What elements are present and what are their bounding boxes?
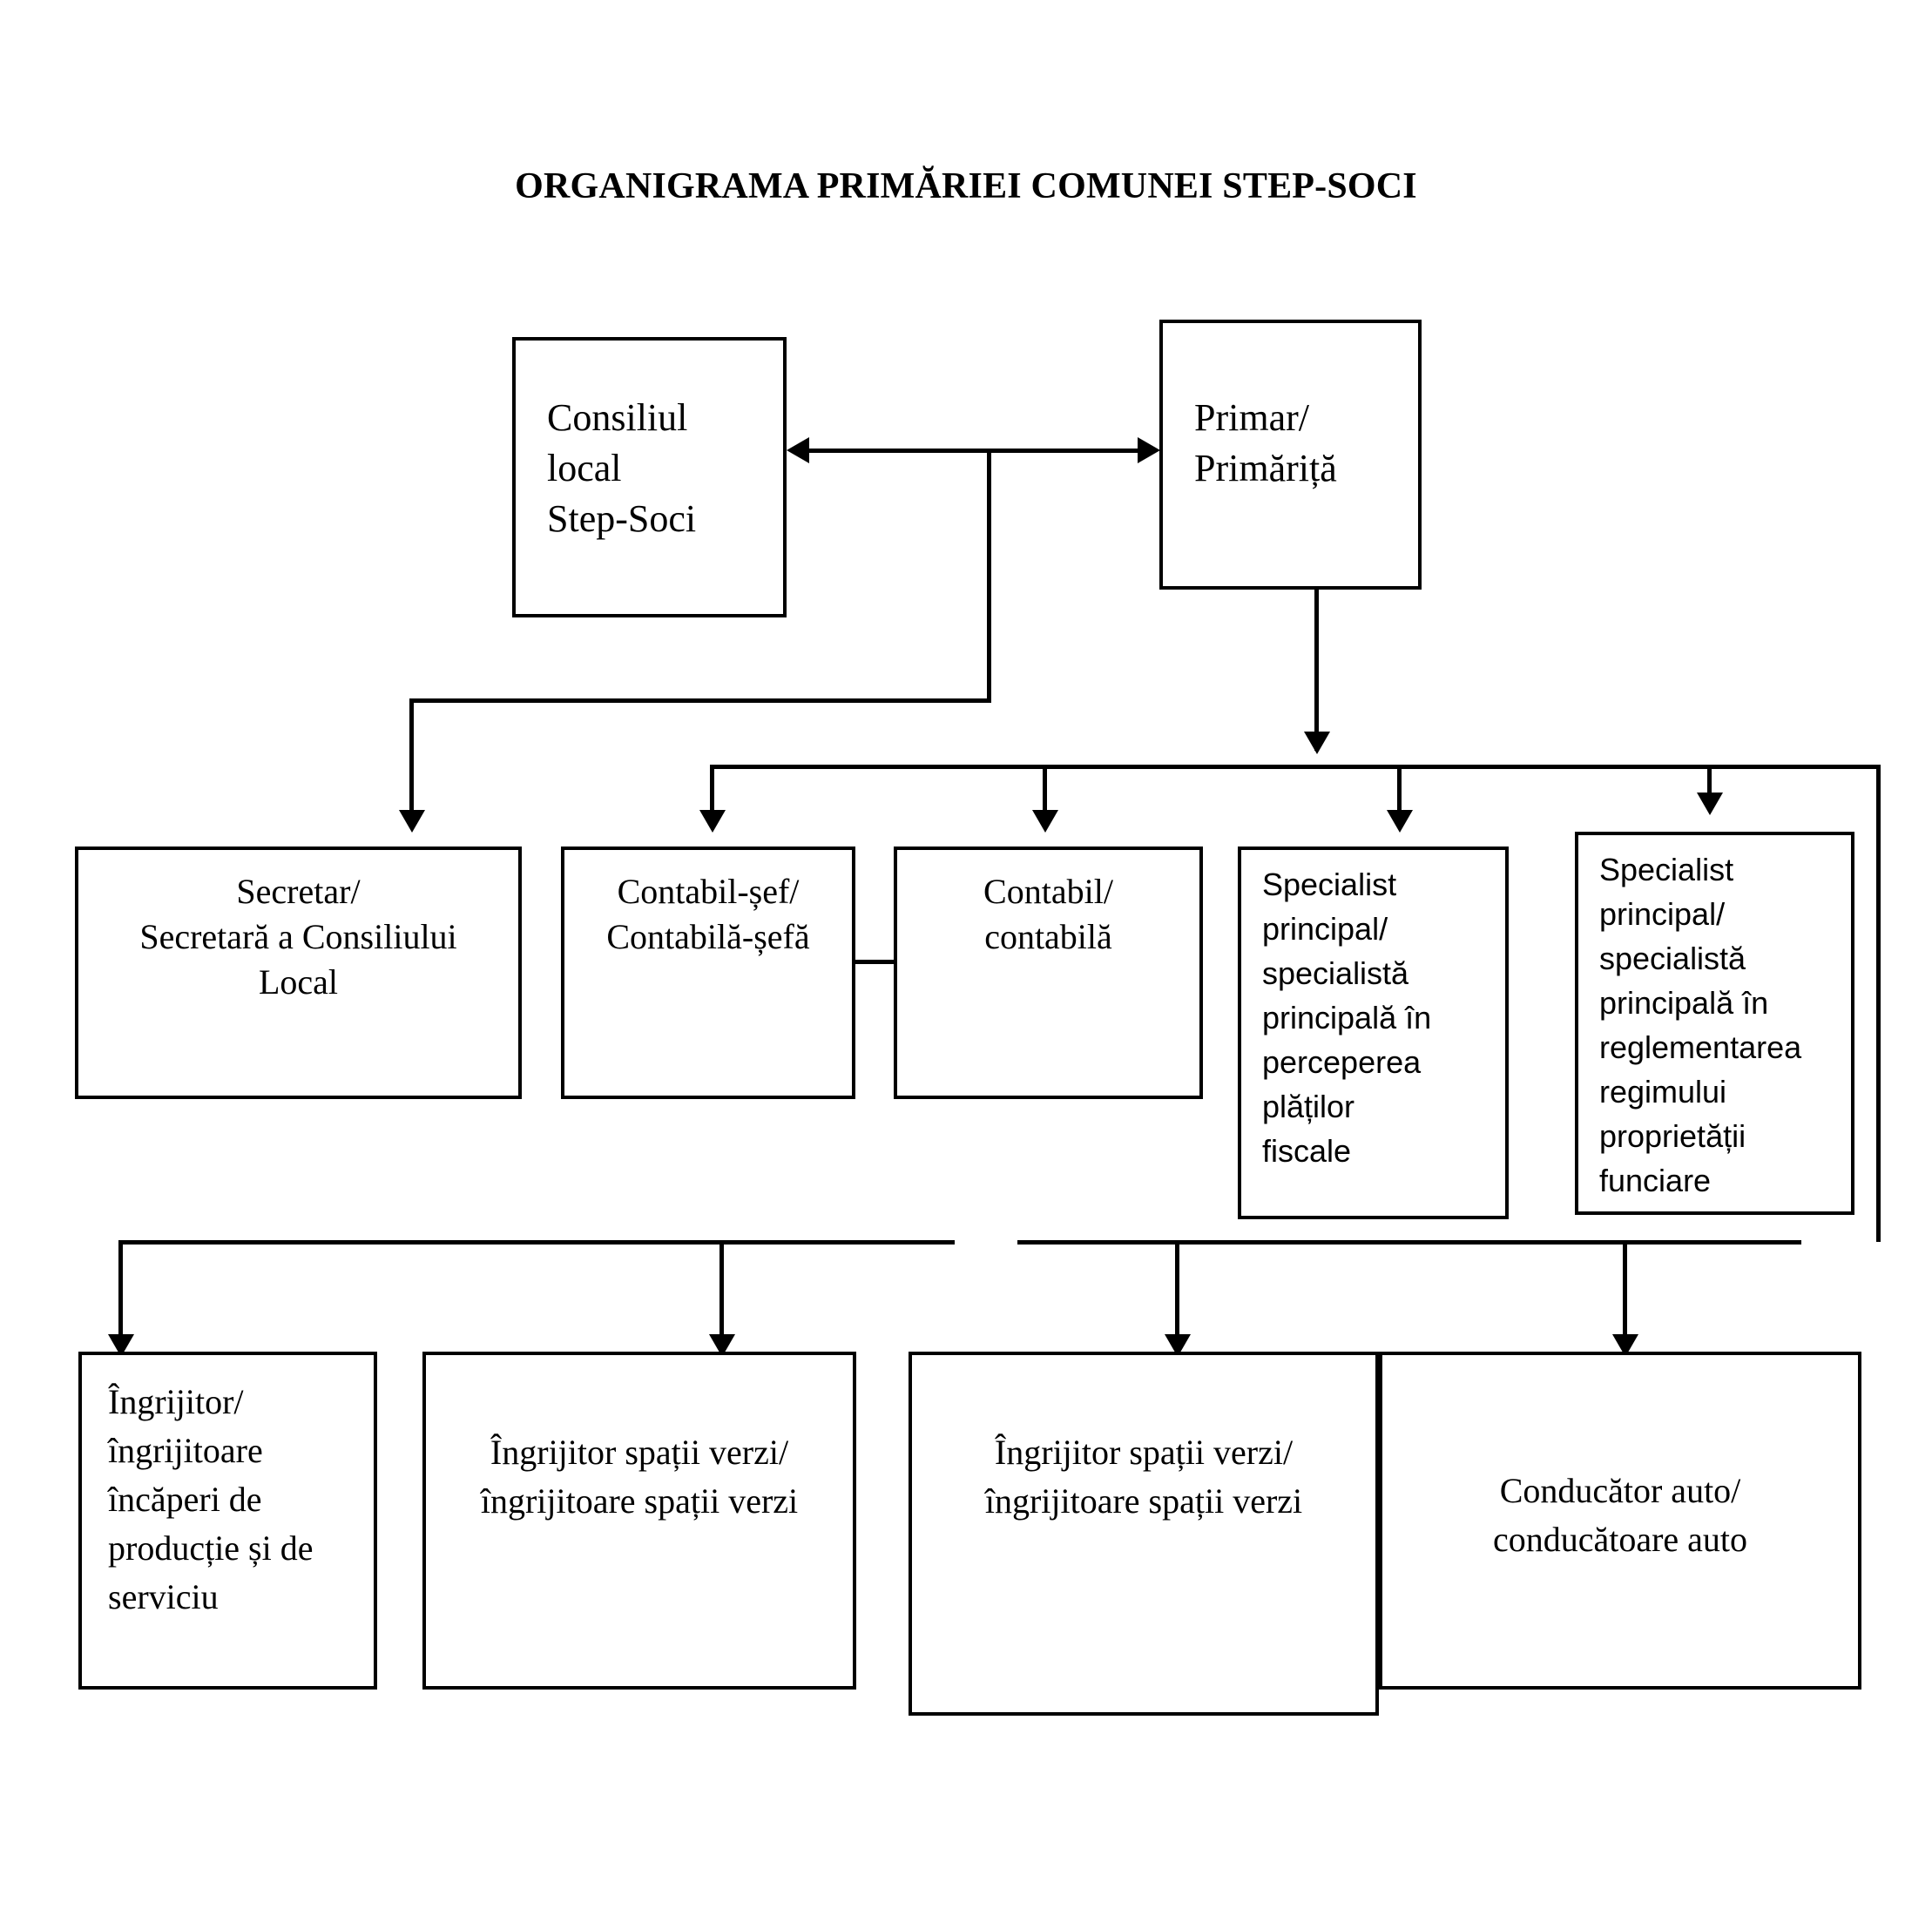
node-secretar-label: Secretar/ Secretară a Consiliului Local [139,872,457,1002]
node-secretar[interactable]: Secretar/ Secretară a Consiliului Local [75,847,522,1099]
node-contabil[interactable]: Contabil/ contabilă [894,847,1203,1099]
node-consiliul-local[interactable]: Consiliul local Step-Soci [512,337,787,617]
connector-drop-conducator-auto [1623,1240,1627,1338]
connector-drop-spatii-verzi-2 [1175,1240,1179,1338]
node-ingrijitor-incaperi-label: Îngrijitor/ îngrijitoare încăperi de pro… [108,1382,314,1616]
connector-drop-spatii-verzi-1 [719,1240,724,1338]
node-ingrijitor-incaperi[interactable]: Îngrijitor/ îngrijitoare încăperi de pro… [78,1352,377,1690]
connector-mayor-drop [1314,590,1319,751]
connector-contabilsef-to-contabil [855,960,901,964]
node-contabil-label: Contabil/ contabilă [983,872,1113,956]
connector-drop-specialist-fiscal [1397,765,1402,812]
node-ingrijitor-spatii-verzi-2-label: Îngrijitor spații verzi/ îngrijitoare sp… [984,1433,1303,1521]
node-specialist-funciar-label: Specialist principal/ specialistă princi… [1599,852,1802,1198]
node-primar[interactable]: Primar/ Primăriță [1159,320,1422,590]
arrow-to-secretar [399,810,425,833]
node-specialist-fiscal-label: Specialist principal/ specialistă princi… [1262,867,1432,1169]
connector-council-drop [987,449,991,701]
distribution-bus-level3-left [118,1240,955,1245]
distribution-bus-level2 [710,765,1881,769]
connector-drop-specialist-land [1707,765,1712,794]
connector-secretary-bus [409,698,991,703]
arrow-to-specialist-fiscal [1387,810,1413,833]
node-consiliul-local-label: Consiliul local Step-Soci [547,396,697,540]
node-ingrijitor-spatii-verzi-2[interactable]: Îngrijitor spații verzi/ îngrijitoare sp… [909,1352,1379,1716]
node-contabil-sef-label: Contabil-șef/ Contabilă-șefă [606,872,810,956]
arrow-to-specialist-land [1697,793,1723,815]
connector-secretary-drop [409,698,414,812]
node-specialist-fiscal[interactable]: Specialist principal/ specialistă princi… [1238,847,1509,1219]
connector-council-mayor-shaft [808,449,1138,453]
distribution-bus-level3-right [1017,1240,1801,1245]
connector-drop-ingrijitor-incaperi [118,1240,123,1338]
connector-drop-contabil [1043,765,1047,812]
connector-bus-left-stub [710,765,714,812]
node-conducator-auto[interactable]: Conducător auto/ conducătoare auto [1379,1352,1861,1690]
arrow-to-contabil [1032,810,1058,833]
arrow-mayor-to-bus [1304,732,1330,754]
node-ingrijitor-spatii-verzi-1[interactable]: Îngrijitor spații verzi/ îngrijitoare sp… [422,1352,856,1690]
arrow-to-contabil-sef [699,810,726,833]
page-title: ORGANIGRAMA PRIMĂRIEI COMUNEI STEP-SOCI [515,166,1417,206]
node-primar-label: Primar/ Primăriță [1194,396,1337,489]
node-ingrijitor-spatii-verzi-1-label: Îngrijitor spații verzi/ îngrijitoare sp… [480,1433,799,1521]
connector-right-riser [1876,765,1881,1242]
arrow-to-primar [1138,437,1160,463]
node-conducator-auto-label: Conducător auto/ conducătoare auto [1492,1471,1748,1559]
arrow-to-consiliul-local [787,437,809,463]
connector-bus-elbow-left [710,765,719,769]
node-contabil-sef[interactable]: Contabil-șef/ Contabilă-șefă [561,847,855,1099]
node-specialist-funciar[interactable]: Specialist principal/ specialistă princi… [1575,832,1854,1215]
